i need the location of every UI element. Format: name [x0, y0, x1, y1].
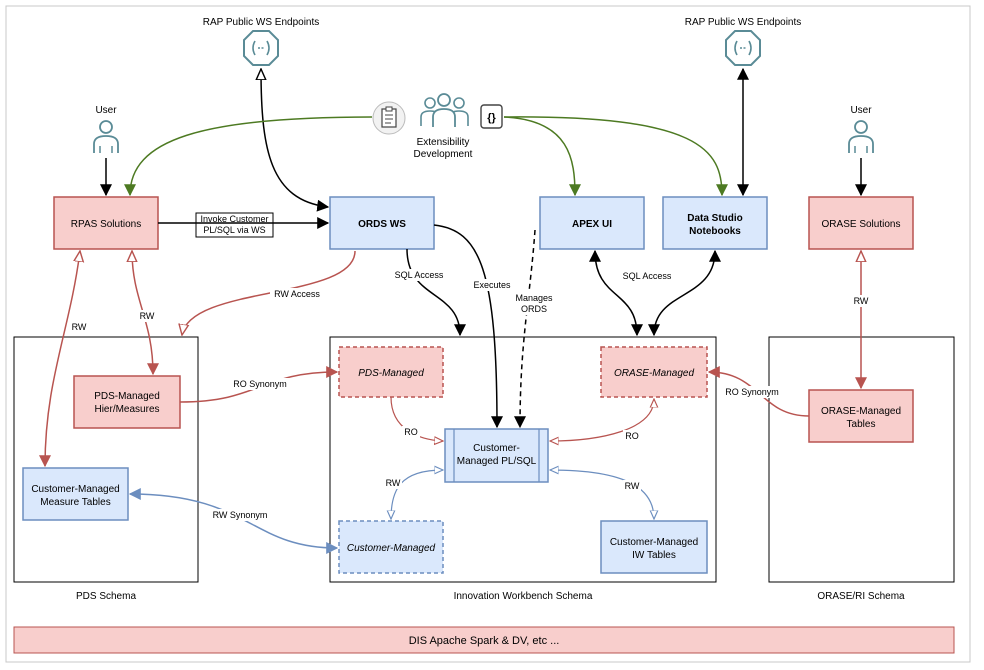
pds-schema-label: PDS Schema: [76, 591, 136, 602]
rap-endpoints-right-label: RAP Public WS Endpoints: [685, 17, 802, 28]
ro-left-label: RO: [404, 427, 418, 437]
customer-plsql-box: [444, 428, 549, 483]
manages-label-line2: ORDS: [521, 304, 547, 314]
apex-ui-box: [539, 196, 645, 250]
iw-tables-label1: Customer-Managed: [610, 537, 698, 548]
code-braces-icon: {}: [480, 104, 503, 129]
iw-tables-box: [600, 520, 708, 574]
team-icon: [420, 93, 469, 127]
ords-executes-arrow: [433, 224, 503, 429]
ro-synonym-right-label: RO Synonym: [725, 387, 779, 397]
user-right-icon: [848, 120, 874, 153]
rw-access-label-bg: [270, 288, 324, 300]
invoke-plsql-label-box: [195, 212, 274, 238]
customer-measure-label1: Customer-Managed: [31, 484, 119, 495]
customer-plsql-label1: Customer-: [473, 443, 520, 454]
data-studio-label: Data Studio: [687, 213, 743, 224]
rw-left-inner-label: RW: [140, 311, 155, 321]
pds-managed-hier-label1: PDS-Managed: [94, 391, 160, 402]
clipboard-icon: [372, 101, 406, 135]
manages-label-line1: Manages: [515, 293, 553, 303]
rw-iw-right-label: RW: [625, 481, 640, 491]
iw-customer-managed-box: [338, 520, 444, 574]
orase-solutions-label: ORASE Solutions: [822, 219, 901, 230]
orase-schema-label: ORASE/RI Schema: [817, 591, 905, 602]
user-left-label: User: [95, 105, 117, 116]
rpas-measure-rw-connector: [45, 251, 80, 466]
pds-schema-container: [13, 336, 199, 583]
invoke-label-line2: PL/SQL via WS: [203, 225, 265, 235]
user-right-label: User: [850, 105, 872, 116]
ro-synonym-left-label: RO Synonym: [233, 379, 287, 389]
pds-managed-hier-label2: Hier/Measures: [94, 404, 159, 415]
rw-left-outer-label-bg: [70, 321, 88, 333]
ords-ws-box: [329, 196, 435, 250]
rw-iw-right-label-bg: [623, 480, 641, 492]
ext-to-datastudio-green-arrow: [503, 116, 728, 197]
ro-synonym-left-label-bg: [229, 378, 291, 390]
dis-footer-label: DIS Apache Spark & DV, etc ...: [409, 635, 560, 647]
customer-measure-tables-box: [22, 467, 129, 521]
executes-label: Executes: [473, 280, 511, 290]
ext-to-rpas-green-arrow: [124, 116, 373, 197]
customer-plsql-label2: Managed PL/SQL: [457, 456, 537, 467]
rw-orase-label: RW: [854, 296, 869, 306]
iw-tables-label2: IW Tables: [632, 550, 676, 561]
rw-left-outer-label: RW: [72, 322, 87, 332]
ro-synonym-right-label-bg: [721, 386, 783, 398]
ords-ws-label: ORDS WS: [358, 219, 406, 230]
datastudio-sql-access-arrow: [648, 249, 721, 337]
extensibility-label: Extensibility: [417, 137, 470, 148]
rap-endpoints-left-label: RAP Public WS Endpoints: [203, 17, 320, 28]
rpas-solutions-box: [53, 196, 159, 250]
apex-ui-label: APEX UI: [572, 219, 612, 230]
rw-synonym-label: RW Synonym: [213, 510, 268, 520]
iw-customer-managed-label: Customer-Managed: [347, 543, 436, 554]
sql-access-left-label: SQL Access: [395, 270, 444, 280]
notebooks-label: Notebooks: [689, 226, 741, 237]
manages-label-bg: [512, 291, 556, 315]
svg-text:{}: {}: [487, 112, 496, 124]
executes-label-bg: [470, 279, 514, 291]
data-studio-box: [662, 196, 768, 250]
rw-left-inner-label-bg: [138, 310, 156, 322]
apex-sql-access-arrow: [589, 249, 643, 337]
rw-synonym-label-bg: [209, 509, 271, 521]
development-label: Development: [414, 149, 473, 160]
orase-tables-label1: ORASE-Managed: [821, 406, 901, 417]
pds-managed-hier-box: [73, 375, 181, 429]
ro-right-label-bg: [623, 430, 641, 442]
ords-sql-access-arrow: [406, 248, 466, 337]
iw-orase-managed-box: [600, 346, 708, 398]
ws-endpoint-left-icon: [243, 30, 279, 66]
iw-orase-managed-label: ORASE-Managed: [614, 368, 694, 379]
invoke-label-line1: Invoke Customer: [200, 214, 268, 224]
iw-pds-managed-box: [338, 346, 444, 398]
orase-solutions-box: [808, 196, 914, 250]
sql-access-right-label: SQL Access: [623, 271, 672, 281]
ro-right-label: RO: [625, 431, 639, 441]
iw-pds-managed-label: PDS-Managed: [358, 368, 424, 379]
rw-iw-left-label: RW: [386, 478, 401, 488]
customer-measure-label2: Measure Tables: [40, 497, 110, 508]
manages-ords-arrow: [514, 229, 536, 429]
iw-schema-label: Innovation Workbench Schema: [454, 591, 593, 602]
rpas-solutions-label: RPAS Solutions: [71, 219, 141, 230]
ext-to-apex-green-arrow: [503, 116, 581, 197]
orase-tables-label2: Tables: [847, 419, 876, 430]
endpoint-left-ords-connector: [261, 69, 328, 207]
iw-orase-ro-connector: [550, 399, 654, 441]
rw-iw-left-label-bg: [384, 477, 402, 489]
rw-orase-label-bg: [852, 295, 870, 307]
user-left-icon: [93, 120, 119, 153]
sql-access-left-label-bg: [391, 269, 447, 281]
ws-endpoint-right-icon: [725, 30, 761, 66]
rw-access-label: RW Access: [274, 289, 320, 299]
sql-access-right-label-bg: [619, 270, 675, 282]
dis-footer-bar: [13, 626, 955, 654]
ro-left-label-bg: [402, 426, 420, 438]
